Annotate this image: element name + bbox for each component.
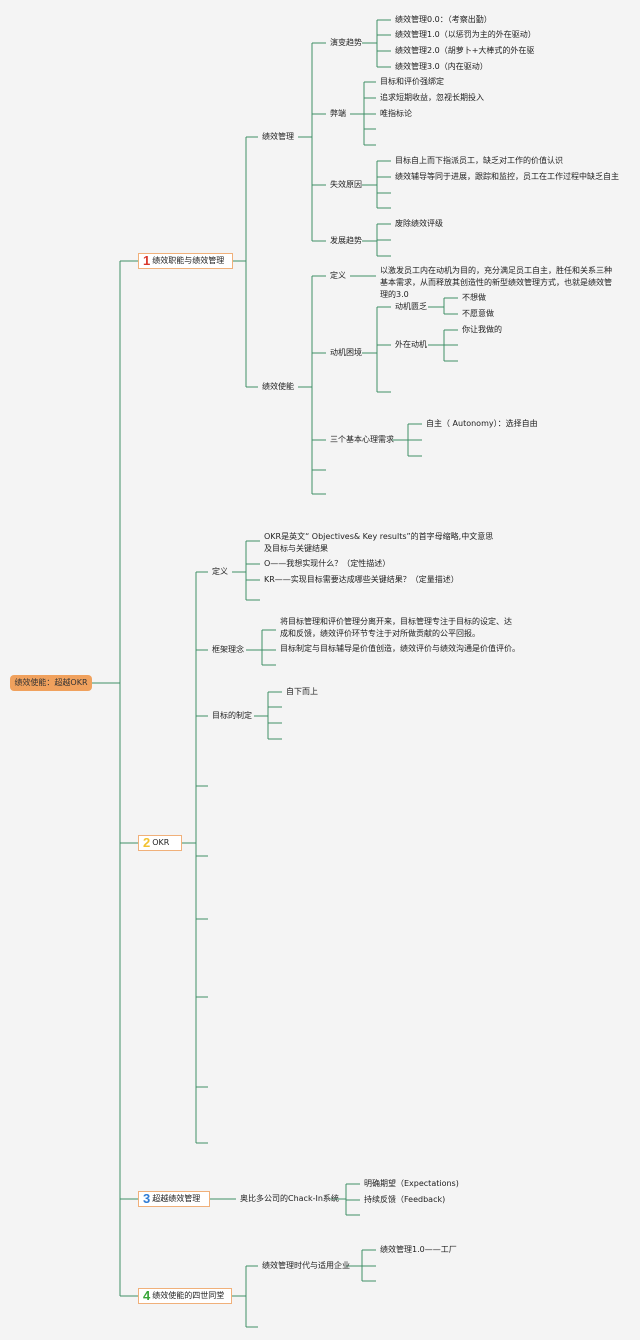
topic-psychological-needs[interactable]: 三个基本心理需求	[330, 435, 394, 444]
okr-definition-item[interactable]: KR——实现目标需要达成哪些关键结果？（定量描述）	[264, 575, 459, 584]
okr-goal-setting-item[interactable]: 自下而上	[286, 687, 318, 696]
okr-topic-goal-setting[interactable]: 目标的制定	[212, 711, 252, 720]
okr-framework-item[interactable]: 将目标管理和评价管理分离开来，目标管理专注于目标的设定、达成和反馈，绩效评价环节…	[280, 617, 512, 638]
era-item[interactable]: 绩效管理1.0——工厂	[380, 1245, 457, 1254]
okr-framework-item[interactable]: 目标制定与目标辅导是价值创造，绩效评价与绩效沟通是价值评价。	[280, 644, 520, 653]
lack-item[interactable]: 不愿意做	[462, 309, 494, 318]
topic-checkin-system[interactable]: 奥比多公司的Chack-In系统	[240, 1194, 339, 1203]
topic-motivation-dilemma[interactable]: 动机困境	[330, 348, 362, 357]
development-item[interactable]: 废除绩效评级	[395, 219, 443, 228]
extrinsic-item[interactable]: 你让我做的	[462, 325, 502, 334]
flaw-item[interactable]: 唯指标论	[380, 109, 412, 118]
topic-development-trend[interactable]: 发展趋势	[330, 236, 362, 245]
lack-item[interactable]: 不想做	[462, 293, 486, 302]
topic-extrinsic-motivation[interactable]: 外在动机	[395, 340, 427, 349]
checkin-item[interactable]: 明确期望（Expectations)	[364, 1179, 459, 1188]
branch-label-3: 超越绩效管理	[152, 1194, 201, 1203]
topic-performance-enablement[interactable]: 绩效使能	[262, 382, 294, 391]
branch-label-2: OKR	[152, 838, 170, 847]
topic-lack-of-motivation[interactable]: 动机匮乏	[395, 302, 427, 311]
needs-item[interactable]: 自主（ Autonomy）：选择自由	[426, 419, 538, 428]
topic-evolution-trend[interactable]: 演变趋势	[330, 38, 362, 47]
okr-topic-definition[interactable]: 定义	[212, 567, 228, 576]
branch-number-3: 3	[143, 1191, 151, 1206]
topic-era-and-enterprise[interactable]: 绩效管理时代与适用企业	[262, 1261, 350, 1270]
flaw-item[interactable]: 目标和评价强绑定	[380, 77, 444, 86]
topic-performance-management[interactable]: 绩效管理	[262, 132, 294, 141]
definition-text[interactable]: 以激发员工内在动机为目的，充分满足员工自主，胜任和关系三种基本需求，从而释放其创…	[380, 266, 612, 299]
trend-item[interactable]: 绩效管理3.0（内在驱动）	[395, 62, 488, 71]
branch-label-4: 绩效使能的四世同堂	[152, 1291, 225, 1300]
failure-item[interactable]: 目标自上而下指派员工，缺乏对工作的价值认识	[395, 156, 563, 165]
branch-label-1: 绩效职能与绩效管理	[152, 256, 225, 265]
trend-item[interactable]: 绩效管理1.0（以惩罚为主的外在驱动）	[395, 30, 536, 39]
checkin-item[interactable]: 持续反馈（Feedback)	[364, 1195, 446, 1204]
topic-failure-reasons[interactable]: 失效原因	[330, 180, 362, 189]
topic-flaws[interactable]: 弊端	[330, 109, 346, 118]
root-node[interactable]: 绩效使能：超越OKR	[10, 675, 92, 691]
trend-item[interactable]: 绩效管理2.0（胡萝卜+大棒式的外在驱	[395, 46, 535, 55]
flaw-item[interactable]: 追求短期收益，忽视长期投入	[380, 93, 484, 102]
okr-definition-item[interactable]: OKR是英文“ Objectives& Key results”的首字母缩略,中…	[264, 532, 494, 553]
topic-definition[interactable]: 定义	[330, 271, 346, 280]
failure-item[interactable]: 绩效辅导等同于进展，跟踪和监控，员工在工作过程中缺乏自主	[395, 172, 619, 181]
trend-item[interactable]: 绩效管理0.0：（考察出勤）	[395, 15, 492, 24]
okr-topic-framework[interactable]: 框架理念	[212, 645, 244, 654]
branch-number-1: 1	[143, 253, 151, 268]
branch-number-2: 2	[143, 835, 151, 850]
okr-definition-item[interactable]: O——我想实现什么？（定性描述）	[264, 559, 391, 568]
branch-number-4: 4	[143, 1288, 151, 1303]
